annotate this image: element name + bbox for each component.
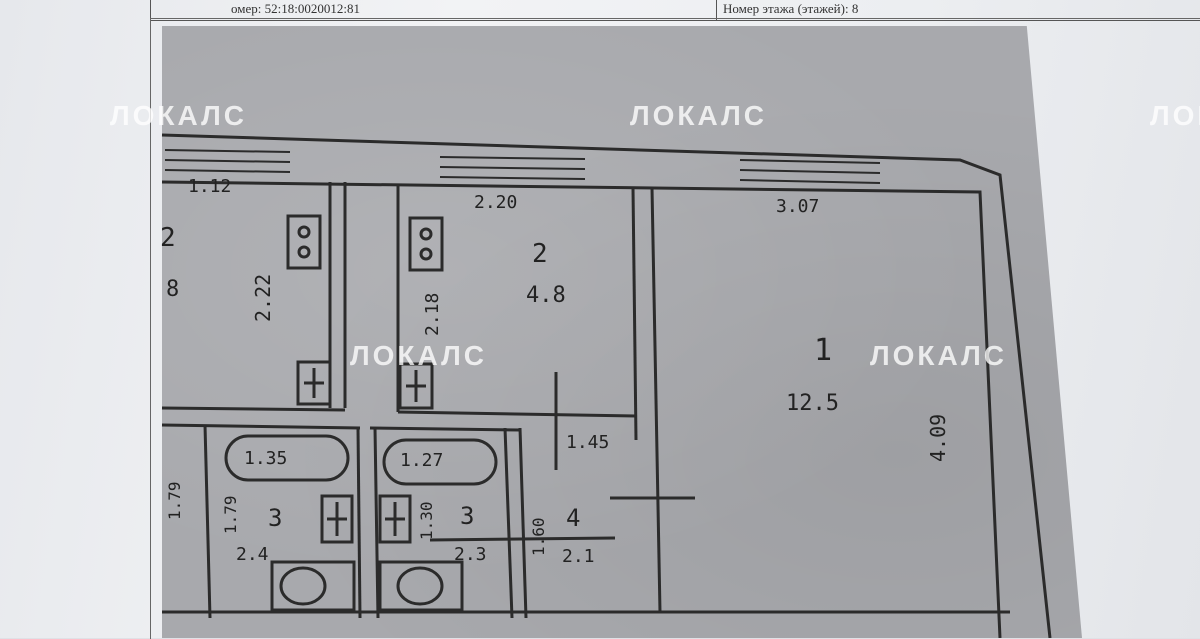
inner-wall-line — [161, 180, 1002, 638]
dim-bath-mid-width: 1.27 — [400, 450, 443, 471]
room-number: 3 — [460, 502, 474, 530]
room-area: 4.8 — [526, 283, 566, 308]
room-number: 1 — [814, 333, 832, 368]
watermark: ЛОКАЛС — [1150, 100, 1200, 131]
plan-frame — [150, 18, 1200, 639]
room-number: 3 — [268, 504, 282, 532]
dim-living-length: 4.09 — [926, 414, 950, 462]
dim-living-width: 3.07 — [776, 196, 819, 217]
dim-kitchen-left-length: 2.22 — [251, 274, 275, 322]
watermark: ЛОКАЛС — [350, 340, 487, 371]
wall-v3 — [631, 187, 638, 441]
bathtub-icon — [224, 434, 498, 486]
floor-number: Номер этажа (этажей): 8 — [716, 0, 858, 20]
room-area: 2.4 — [236, 544, 269, 565]
room-area: 2.3 — [454, 544, 487, 565]
room-area: 2.1 — [562, 546, 595, 567]
floor-plan-photo — [162, 26, 1082, 638]
header-table: омер: 52:18:0020012:81 Номер этажа (этаж… — [150, 0, 1200, 21]
dim-kitchen-length: 2.18 — [422, 293, 443, 336]
dim-bath-left-width: 1.35 — [244, 448, 287, 469]
watermark: ЛОКАЛС — [630, 100, 767, 131]
dim-hall-width: 1.45 — [566, 432, 609, 453]
room-area: 8 — [166, 277, 179, 302]
watermark: ЛОКАЛС — [870, 340, 1007, 371]
toilet-icon — [270, 560, 464, 612]
room-number: 2 — [532, 239, 548, 269]
dim-kitchen-left-width: 1.12 — [188, 176, 231, 197]
window-marks — [164, 149, 881, 184]
dim-bath-left-length: 1.79 — [221, 495, 240, 534]
room-number: 4 — [566, 504, 580, 532]
cadastral-number: омер: 52:18:0020012:81 — [231, 1, 360, 16]
dim-hall-length: 1.60 — [529, 517, 548, 556]
dim-kitchen-width: 2.20 — [474, 192, 517, 213]
outer-wall — [161, 133, 1052, 638]
wall-v4 — [650, 187, 662, 613]
room-area: 12.5 — [786, 391, 839, 416]
watermark: ЛОКАЛС — [110, 100, 247, 131]
dim-bath-mid-length: 1.30 — [417, 501, 436, 540]
sink-icon — [296, 360, 434, 544]
stove-icon — [286, 214, 444, 272]
room-number: 2 — [160, 223, 176, 253]
dim-left-edge: 1.79 — [165, 481, 184, 520]
